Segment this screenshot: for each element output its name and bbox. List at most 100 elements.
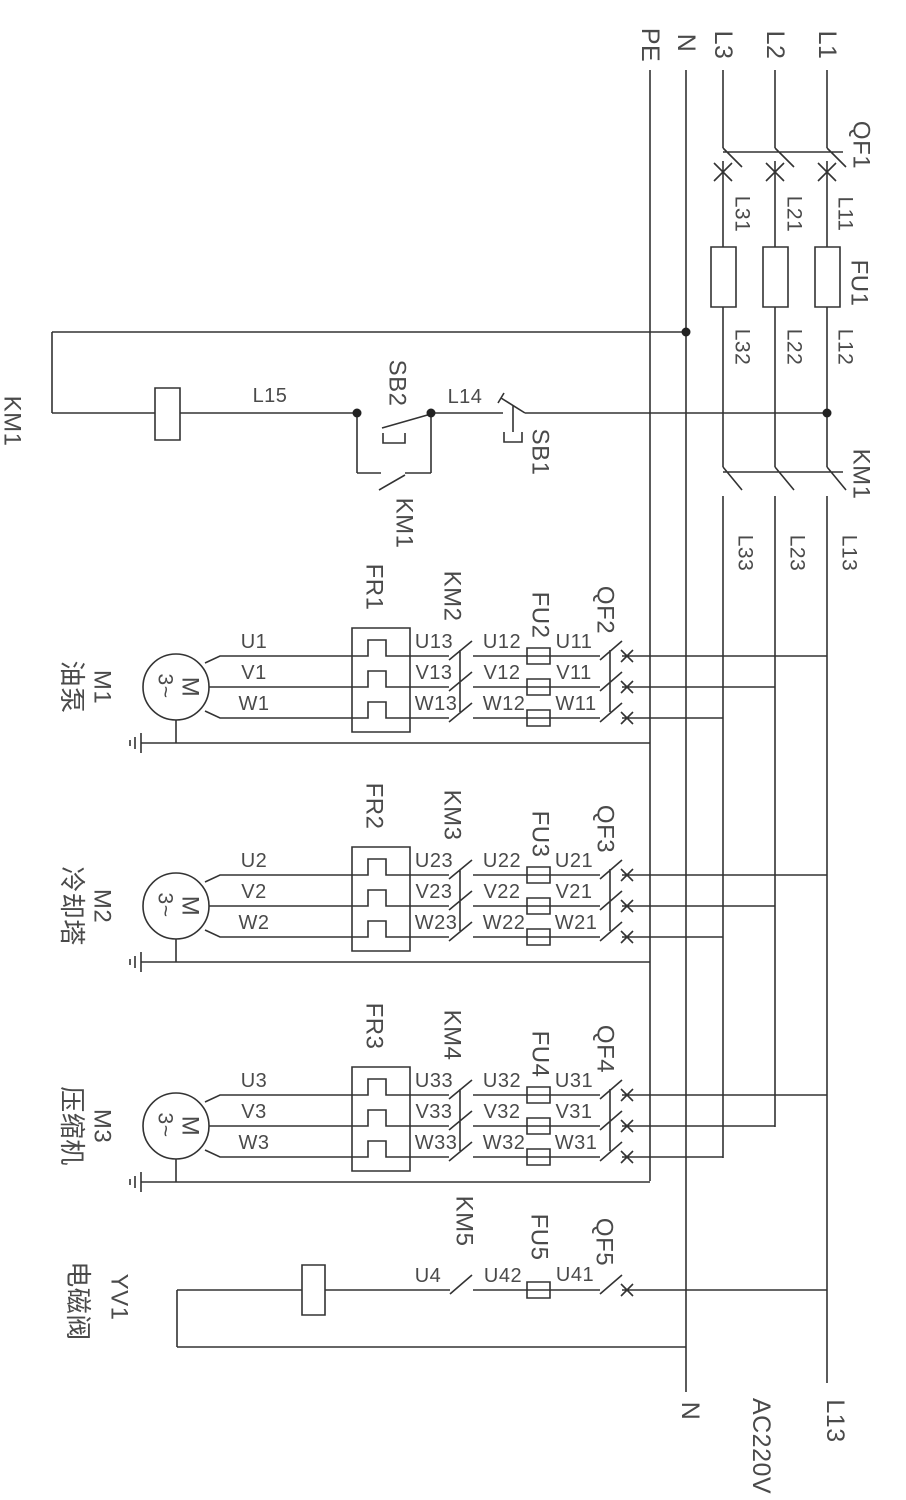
wire-label-v31: V31 [555, 1101, 592, 1123]
label-qf2: QF2 [592, 586, 619, 634]
label-phase-l1: L1 [813, 31, 841, 60]
wire-label-u22: U22 [483, 850, 521, 872]
wire-label-u2: U2 [241, 850, 268, 872]
wire-label-u33: U33 [415, 1070, 453, 1092]
control-wires [51, 331, 827, 491]
bus-lines [649, 70, 828, 1392]
solenoid-cn-label: 电磁阀 [63, 1261, 93, 1341]
wire-label-w13: W13 [415, 693, 458, 715]
motor3-phases: 3~ [154, 1113, 177, 1138]
label-m1: M1 [89, 670, 116, 704]
wire-label-u4: U4 [415, 1265, 442, 1287]
branch3-cn-label: 压缩机 [57, 1086, 87, 1166]
label-phase-pe: PE [636, 28, 664, 62]
motor3-letter: M [177, 1116, 204, 1137]
label-m3: M3 [89, 1109, 116, 1143]
wire-label-v3: V3 [241, 1101, 266, 1123]
wire-label-v21: V21 [555, 881, 592, 903]
branch-m3-wires [129, 1066, 827, 1192]
label-km2: KM2 [439, 571, 466, 622]
wire-label-u12: U12 [483, 631, 521, 653]
label-qf4: QF4 [592, 1025, 619, 1073]
wire-label-v1: V1 [241, 662, 266, 684]
wire-label-v23: V23 [415, 881, 452, 903]
label-km5: KM5 [451, 1196, 478, 1247]
label-footer-l13: L13 [821, 1399, 849, 1442]
label-km3: KM3 [439, 790, 466, 841]
label-m2: M2 [89, 889, 116, 923]
label-fu3: FU3 [527, 811, 554, 858]
branch-solenoid [176, 1264, 827, 1348]
label-qf5: QF5 [591, 1218, 618, 1266]
wire-label-u1: U1 [241, 631, 268, 653]
label-fu5: FU5 [526, 1214, 553, 1261]
wire-label-w21: W21 [555, 912, 598, 934]
label-phase-l3: L3 [709, 31, 737, 60]
branch-m1-wires [129, 627, 827, 753]
label-fr3: FR3 [361, 1003, 388, 1050]
wire-label-l12: L12 [834, 329, 857, 366]
wire-label-l23: L23 [786, 535, 809, 572]
label-sb2: SB2 [384, 360, 411, 407]
wire-label-u11: U11 [556, 631, 593, 653]
power-buses [649, 70, 828, 1392]
wire-label-w23: W23 [415, 912, 458, 934]
wire-label-u41: U41 [556, 1264, 594, 1286]
wire-label-l14: L14 [448, 386, 483, 408]
contactor-km1-symbol [722, 466, 847, 491]
label-qf1: QF1 [848, 121, 875, 169]
wire-label-l32: L32 [731, 329, 754, 366]
junction-dot [822, 408, 832, 418]
label-phase-l2: L2 [761, 31, 789, 60]
label-footer-voltage: AC220V [747, 1398, 775, 1494]
wire-label-u3: U3 [241, 1070, 268, 1092]
wire-label-w22: W22 [483, 912, 526, 934]
fuse-fu1-symbol [710, 246, 841, 308]
wire-label-w33: W33 [415, 1132, 458, 1154]
motor1-letter: M [177, 677, 204, 698]
label-fr2: FR2 [361, 783, 388, 830]
label-km1-main: KM1 [848, 449, 875, 500]
qf1-blades-and-x [713, 147, 847, 182]
wire-label-v13: V13 [415, 662, 452, 684]
wire-label-w32: W32 [483, 1132, 526, 1154]
branch-m2-wires [129, 846, 827, 972]
branch-m1 [129, 627, 827, 753]
wire-label-u31: U31 [555, 1070, 593, 1092]
label-km4: KM4 [439, 1010, 466, 1061]
wire-label-l11: L11 [834, 197, 857, 232]
wire-label-l21: L21 [783, 196, 806, 233]
motor1-phases: 3~ [154, 674, 177, 699]
branch-m2 [129, 846, 827, 972]
wire-label-w12: W12 [483, 693, 526, 715]
wire-label-l22: L22 [783, 329, 806, 366]
motor2-letter: M [177, 896, 204, 917]
wire-label-v12: V12 [483, 662, 520, 684]
junction-dots [352, 327, 832, 418]
wire-label-l13: L13 [838, 535, 861, 572]
branch1-cn-label: 油泵 [57, 660, 87, 713]
wire-label-w2: W2 [239, 912, 270, 934]
label-footer-n: N [676, 1402, 704, 1421]
fu1-bodies [710, 246, 841, 308]
control-circuit [51, 331, 827, 491]
wire-label-u42: U42 [484, 1265, 522, 1287]
breaker-qf1-symbol [713, 147, 847, 182]
label-sb1: SB1 [527, 429, 554, 476]
wire-label-l15: L15 [253, 385, 288, 407]
wire-label-w1: W1 [239, 693, 270, 715]
branch-m3 [129, 1066, 827, 1192]
label-km1-aux: KM1 [391, 498, 418, 549]
wire-label-v22: V22 [483, 881, 520, 903]
label-fr1: FR1 [361, 564, 388, 611]
wire-label-w11: W11 [555, 693, 596, 715]
label-yv1: YV1 [106, 1274, 133, 1321]
wire-label-w31: W31 [555, 1132, 598, 1154]
motor2-phases: 3~ [154, 893, 177, 918]
wire-label-u23: U23 [415, 850, 453, 872]
branch-yv1-wires [176, 1264, 827, 1348]
wire-label-w3: W3 [239, 1132, 270, 1154]
wire-label-v11: V11 [556, 662, 592, 684]
